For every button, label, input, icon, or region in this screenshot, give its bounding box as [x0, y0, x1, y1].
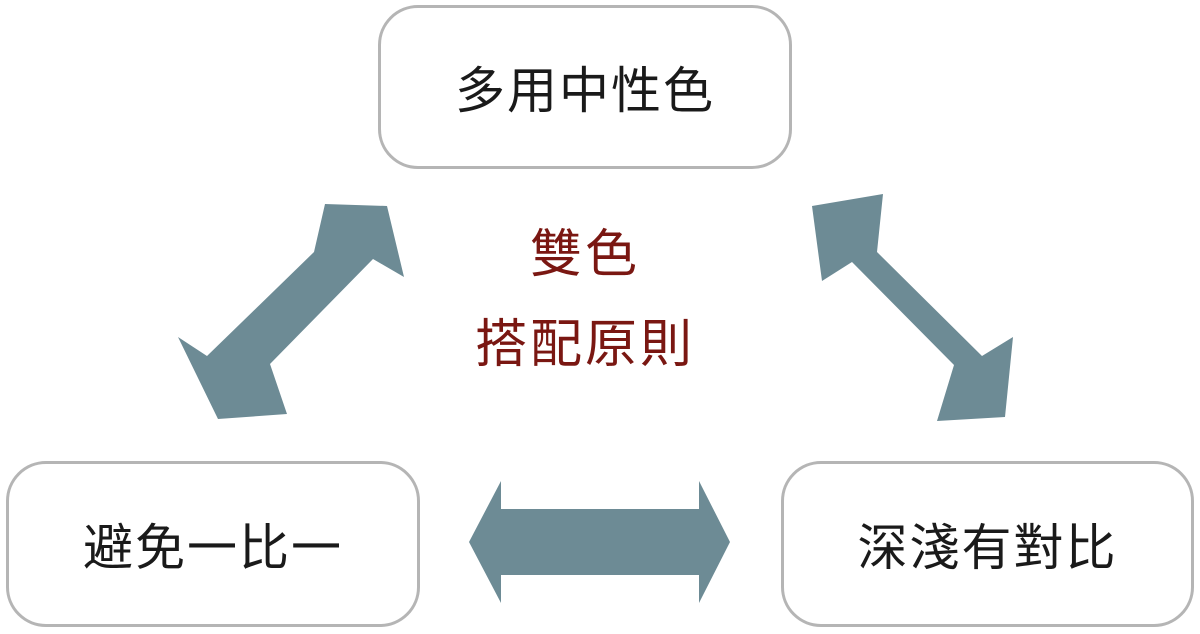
node-use-neutral-colors: 多用中性色 [378, 5, 792, 169]
center-title: 雙色 搭配原則 [400, 210, 770, 390]
arrow-left-right [469, 481, 730, 603]
node-left-label: 避免一比一 [83, 519, 343, 577]
arrow-top-left [178, 204, 404, 419]
node-avoid-one-to-one: 避免一比一 [6, 461, 420, 627]
arrow-top-right [812, 194, 1013, 421]
center-title-line-2: 搭配原則 [474, 315, 695, 375]
center-title-line-1: 雙色 [529, 225, 640, 285]
node-top-label: 多用中性色 [455, 62, 715, 120]
node-light-dark-contrast: 深淺有對比 [781, 461, 1194, 627]
node-right-label: 深淺有對比 [857, 519, 1118, 577]
